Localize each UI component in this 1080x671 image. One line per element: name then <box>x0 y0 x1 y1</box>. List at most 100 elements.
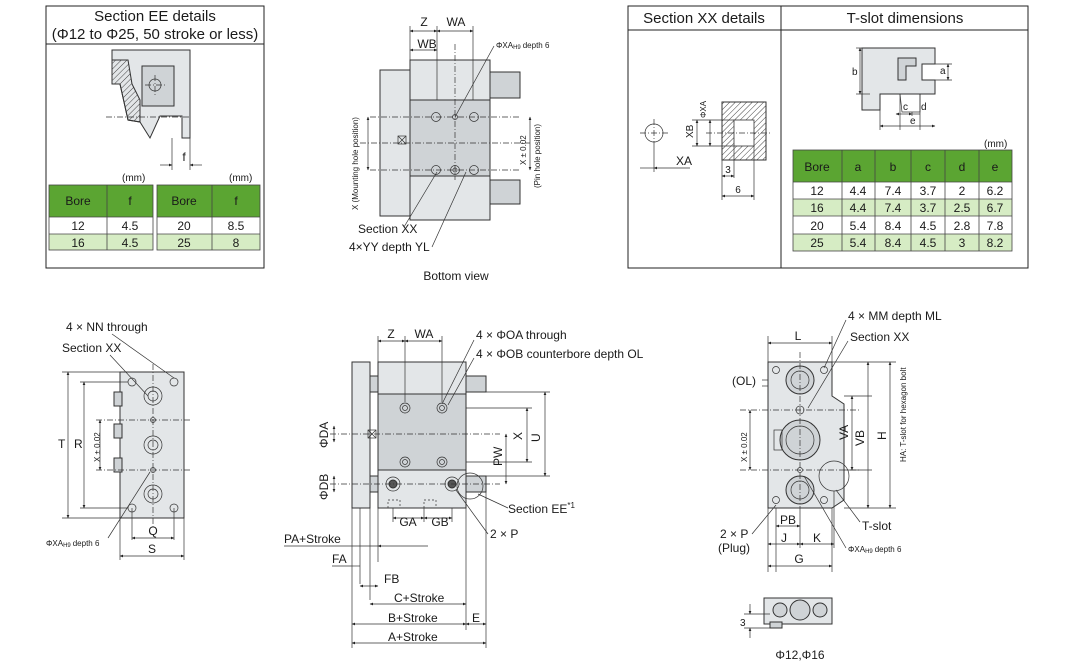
right-section-xx-label: Section XX <box>850 330 909 344</box>
front-db-label: ΦDB <box>317 474 331 500</box>
table-cell: 4.5 <box>122 236 139 250</box>
bottom-section-xx-label: Section XX <box>358 222 417 236</box>
front-fa-label: FA <box>332 552 347 566</box>
tslot-unit: (mm) <box>984 139 1007 150</box>
front-gb-label: GB <box>431 515 448 529</box>
xx-6-label: 6 <box>735 185 741 196</box>
table-cell: 2.5 <box>954 201 971 215</box>
tslot-table: Bore a b c d e 12 4.4 7.4 3.7 2 6.2 16 4… <box>792 149 1013 252</box>
table-cell: 4.5 <box>920 219 937 233</box>
front-view: Z WA 4 × ΦOA through 4 × ΦOB counterbore… <box>284 327 644 648</box>
section-xx-drawing: XA XB ΦXA 3 6 <box>640 100 770 200</box>
front-pa-label: PA+Stroke <box>284 532 341 546</box>
front-oa-label: 4 × ΦOA through <box>476 328 567 342</box>
section-xx-title: Section XX details <box>643 10 765 27</box>
table-cell: 20 <box>177 219 191 233</box>
table-cell: 8.5 <box>228 219 245 233</box>
front-c-label: C+Stroke <box>394 591 445 605</box>
table-cell: 6.7 <box>987 201 1004 215</box>
front-pw-label: PW <box>491 446 505 466</box>
front-u-label: U <box>529 433 543 442</box>
tslot-header-e: e <box>992 160 999 174</box>
section-ee-subtitle: (Φ12 to Φ25, 50 stroke or less) <box>52 26 259 43</box>
tslot-title: T-slot dimensions <box>847 10 964 27</box>
table-cell: 8.4 <box>885 219 902 233</box>
tslot-c-label: c <box>903 102 908 113</box>
left-t-label: T <box>58 437 66 451</box>
tslot-e-label: e <box>910 116 916 127</box>
table-cell: 7.8 <box>987 219 1004 233</box>
tslot-a-label: a <box>940 66 946 77</box>
right-j-label: J <box>781 531 787 545</box>
table-cell: 3 <box>959 236 966 250</box>
table-cell: 8.4 <box>885 236 902 250</box>
bottom-wb-label: WB <box>417 37 436 51</box>
ee-left-header-f: f <box>128 194 132 208</box>
right-plug-label: (Plug) <box>718 541 750 555</box>
section-ee-panel: Section EE details (Φ12 to Φ25, 50 strok… <box>45 5 265 269</box>
section-ee-detail-drawing: f <box>106 49 202 170</box>
front-section-ee-label: Section EE*1 <box>508 501 575 516</box>
left-section-xx-label: Section XX <box>62 341 121 355</box>
front-a-label: A+Stroke <box>388 630 438 644</box>
tslot-d-label: d <box>921 102 927 113</box>
bottom-x-pin-label: X ± 0.02 <box>519 135 528 165</box>
right-g-label: G <box>794 552 803 566</box>
bottom-z-label: Z <box>420 15 427 29</box>
left-s-label: S <box>148 542 156 556</box>
front-ga-label: GA <box>399 515 416 529</box>
table-cell: 2.8 <box>954 219 971 233</box>
right-3-label: 3 <box>740 618 746 629</box>
bottom-x-mount-label: X (Mounting hole position) <box>351 117 360 210</box>
right-k-label: K <box>813 531 821 545</box>
table-cell: 6.2 <box>987 184 1004 198</box>
table-cell: 12 <box>810 184 824 198</box>
xx-xb-label: XB <box>685 124 696 138</box>
xx-3-label: 3 <box>725 165 731 176</box>
left-x-label: X ± 0.02 <box>93 432 102 462</box>
xx-xa-label: XA <box>676 154 692 168</box>
table-cell: 12 <box>71 219 85 233</box>
table-cell: 4.5 <box>122 219 139 233</box>
right-p-label: 2 × P <box>720 527 748 541</box>
left-side-view: T R X ± 0.02 Q S 4 × NN through Section … <box>46 320 190 560</box>
tslot-header-b: b <box>890 160 897 174</box>
table-cell: 16 <box>810 201 824 215</box>
front-e-label: E <box>472 611 480 625</box>
right-pb-label: PB <box>780 513 796 527</box>
front-da-label: ΦDA <box>317 422 331 448</box>
tslot-header-d: d <box>959 160 966 174</box>
table-cell: 4.4 <box>850 184 867 198</box>
left-q-label: Q <box>148 524 157 538</box>
table-cell: 3.7 <box>920 201 937 215</box>
section-ee-table-left: Bore f 12 4.5 16 4.5 <box>48 184 154 251</box>
right-h-label: H <box>875 431 889 440</box>
right-vb-label: VB <box>853 430 867 446</box>
bottom-view-caption: Bottom view <box>423 269 489 283</box>
right-va-label: VA <box>837 425 851 440</box>
right-ha-label: HA: T-slot for hexagon bolt <box>899 367 908 462</box>
section-ee-unit-right: (mm) <box>229 173 252 184</box>
table-cell: 2 <box>959 184 966 198</box>
right-tslot-label: T-slot <box>862 519 892 533</box>
table-cell: 7.4 <box>885 184 902 198</box>
right-x-label: X ± 0.02 <box>740 432 749 462</box>
tslot-drawing: b a c d e <box>852 47 952 130</box>
front-p-label: 2 × P <box>490 527 518 541</box>
tslot-header-a: a <box>855 160 862 174</box>
table-cell: 5.4 <box>850 219 867 233</box>
bottom-x-pin-note: (Pin hole position) <box>533 124 542 188</box>
tslot-b-label: b <box>852 67 858 78</box>
right-side-view: L 4 × MM depth ML Section XX (OL) X ± 0.… <box>718 309 942 662</box>
front-fb-label: FB <box>384 572 399 586</box>
table-cell: 8.2 <box>987 236 1004 250</box>
tslot-header-bore: Bore <box>804 160 830 174</box>
right-mm-label: 4 × MM depth ML <box>848 309 942 323</box>
table-cell: 5.4 <box>850 236 867 250</box>
table-cell: 25 <box>810 236 824 250</box>
ee-right-header-f: f <box>234 194 238 208</box>
front-z-label: Z <box>387 327 394 341</box>
